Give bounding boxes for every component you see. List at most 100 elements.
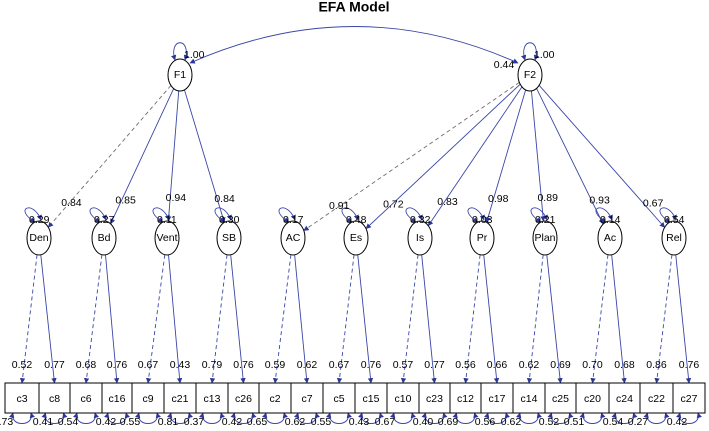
subfactor-node-sb <box>216 220 242 256</box>
indicator-residual-label-c16: 0.42 <box>96 416 117 428</box>
indicator-residual-loop-c13 <box>199 412 225 424</box>
residual-label-es: 0.48 <box>346 214 367 226</box>
subfactor-node-vent <box>154 220 180 256</box>
residual-label-is: 0.32 <box>410 214 431 226</box>
indicator-label-c14: c14 <box>521 393 538 405</box>
path-edges <box>9 26 702 424</box>
indicator-loading-label-c26: 0.76 <box>233 359 254 371</box>
indicator-loading-label-c17: 0.66 <box>487 359 508 371</box>
indicator-loading-label-c7: 0.62 <box>297 359 318 371</box>
indicator-residual-loop-c21 <box>167 412 193 424</box>
indicator-label-c9: c9 <box>142 393 153 405</box>
subfactor-label-bd: Bd <box>98 232 111 244</box>
residual-loop-rel <box>659 207 677 223</box>
indicator-residual-label-c15: 0.43 <box>349 416 370 428</box>
subfactor-node-rel <box>661 220 687 256</box>
loading-path-vent <box>166 90 180 222</box>
residual-label-ac: 0.17 <box>283 214 304 226</box>
indicator-loading-label-c6: 0.68 <box>76 359 97 371</box>
indicator-box-c21 <box>163 382 197 414</box>
residual-label-pr: 0.03 <box>472 214 493 226</box>
loading-label-den: 0.84 <box>61 197 82 209</box>
loading-label-pr: 0.98 <box>488 193 509 205</box>
indicator-loading-label-c20: 0.70 <box>582 359 603 371</box>
indicator-label-c26: c26 <box>235 393 252 405</box>
loading-label-ac: 0.91 <box>329 200 350 212</box>
subfactor-label-es: Es <box>350 232 362 244</box>
loading-label-ac: 0.93 <box>589 194 610 206</box>
indicator-residual-loop-c17 <box>484 412 510 424</box>
residual-loop-vent <box>152 207 170 223</box>
indicator-loading-label-c15: 0.76 <box>361 359 382 371</box>
indicator-label-c7: c7 <box>301 393 312 405</box>
loading-path-rel <box>538 85 665 228</box>
indicator-residual-loop-c14 <box>516 412 542 424</box>
indicator-label-c23: c23 <box>426 393 443 405</box>
indicator-residual-loop-c16 <box>104 412 130 424</box>
indicator-label-c6: c6 <box>80 393 91 405</box>
subfactor-node-es <box>343 220 369 256</box>
indicator-residual-label-c26: 0.42 <box>222 416 243 428</box>
indicator-loading-label-c2: 0.59 <box>265 359 286 371</box>
f1-variance-loop <box>171 42 189 61</box>
loading-path-ac <box>536 88 604 225</box>
indicator-path-c10 <box>400 254 419 384</box>
residual-loop-ac <box>595 207 613 223</box>
indicator-residual-label-c24: 0.54 <box>603 416 624 428</box>
residual-loop-ac <box>278 207 296 223</box>
subfactor-node-bd <box>91 220 117 256</box>
subfactor-node-pr <box>469 220 495 256</box>
indicator-path-c23 <box>421 254 437 384</box>
indicator-residual-label-c9: 0.55 <box>120 416 141 428</box>
indicator-residual-loop-c23 <box>421 412 448 424</box>
subfactor-label-ac: Ac <box>604 232 616 244</box>
indicator-loading-label-c12: 0.56 <box>455 359 476 371</box>
loading-label-sb: 0.84 <box>214 193 235 205</box>
indicator-label-c25: c25 <box>552 393 569 405</box>
indicator-box-c20 <box>575 382 610 414</box>
residual-loop-is <box>405 207 423 223</box>
indicator-loading-label-c22: 0.86 <box>646 359 667 371</box>
loading-path-sb <box>184 89 226 223</box>
indicator-box-c15 <box>354 382 388 414</box>
indicator-path-c7 <box>294 254 310 384</box>
indicator-box-c3 <box>4 382 40 414</box>
residual-loop-sb <box>214 207 232 223</box>
indicator-path-c3 <box>19 254 38 384</box>
indicator-path-c15 <box>357 254 374 384</box>
residual-label-sb: 0.30 <box>219 214 240 226</box>
indicator-box-c16 <box>101 382 133 414</box>
residual-loop-pr <box>467 207 485 223</box>
indicator-label-c20: c20 <box>584 393 601 405</box>
indicator-path-c20 <box>590 254 609 384</box>
indicator-residual-loop-c8 <box>41 412 68 424</box>
indicator-label-c24: c24 <box>616 393 633 405</box>
diagram-title: EFA Model <box>318 0 389 15</box>
indicator-residual-loop-c27 <box>676 412 702 424</box>
loading-path-den <box>47 85 172 228</box>
residual-label-vent: 0.11 <box>157 214 177 226</box>
indicator-residual-loop-c3 <box>9 412 35 424</box>
indicator-label-c8: c8 <box>49 393 60 405</box>
indicator-box-c6 <box>69 382 103 414</box>
loading-path-pr <box>485 89 527 223</box>
indicator-path-c12 <box>463 254 481 384</box>
indicator-loading-label-c24: 0.68 <box>614 359 635 371</box>
loading-label-vent: 0.94 <box>166 192 187 204</box>
indicator-path-c17 <box>483 254 500 384</box>
indicator-path-c6 <box>83 254 103 384</box>
indicator-residual-loop-c15 <box>358 412 384 424</box>
indicator-box-c7 <box>290 382 324 414</box>
subfactor-node-den <box>26 220 52 256</box>
indicator-path-c24 <box>611 254 627 384</box>
indicator-label-c3: c3 <box>16 393 27 405</box>
indicator-loading-label-c13: 0.79 <box>202 359 223 371</box>
residual-loop-es <box>341 207 359 223</box>
indicator-box-c13 <box>195 382 229 414</box>
indicator-loading-label-c16: 0.76 <box>107 359 128 371</box>
subfactor-node-ac <box>597 220 623 256</box>
indicator-label-c5: c5 <box>333 393 344 405</box>
residual-label-bd: 0.27 <box>94 214 115 226</box>
indicator-residual-loop-c12 <box>452 412 479 424</box>
